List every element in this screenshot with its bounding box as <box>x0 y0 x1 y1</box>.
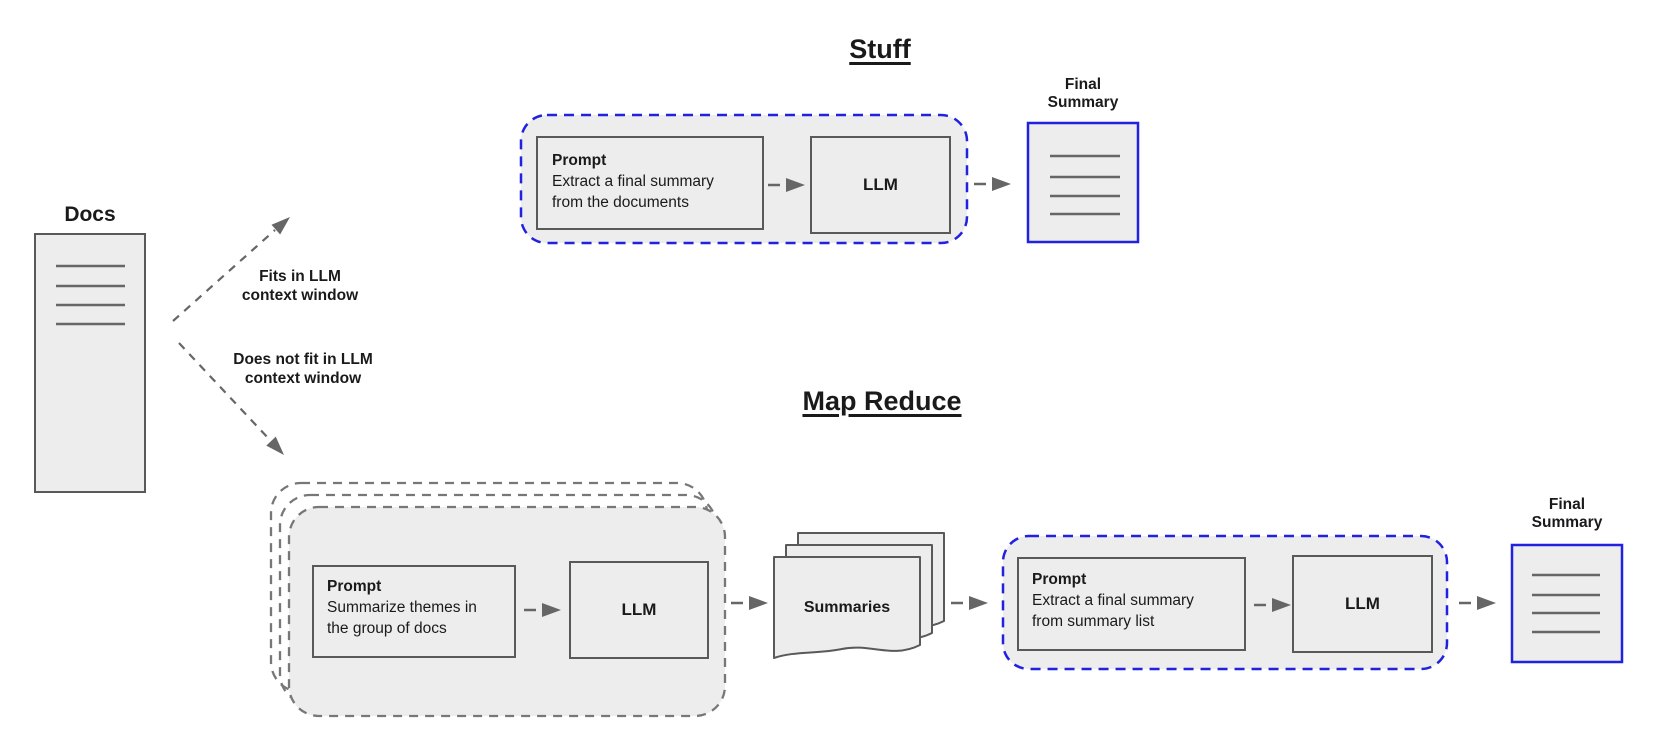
map-prompt-box <box>312 565 516 658</box>
map-reduce-title: Map Reduce <box>802 386 962 416</box>
arrow-stuff-prompt-to-llm <box>768 178 805 192</box>
arrow-reduce-llm-to-summary <box>1459 596 1496 610</box>
branch-arrow-fits <box>172 217 290 322</box>
stuff-final-summary-lines-icon <box>1050 154 1120 216</box>
reduce-prompt-heading: Prompt <box>1032 571 1087 588</box>
docs-document-icon <box>34 233 146 493</box>
reduce-llm-label: LLM <box>1345 594 1380 613</box>
summaries-label: Summaries <box>803 599 891 616</box>
stuff-prompt-line1: Extract a final summary <box>552 173 714 190</box>
stuff-final-summary-icon <box>1026 121 1140 244</box>
arrow-map-prompt-to-llm <box>524 603 561 617</box>
stuff-llm-label: LLM <box>863 175 898 194</box>
reduce-prompt-line1: Extract a final summary <box>1032 592 1194 609</box>
reduce-prompt-text: Prompt Extract a final summary from summ… <box>1032 569 1242 632</box>
reduce-final-summary-icon <box>1510 543 1624 664</box>
docs-text-lines-icon <box>56 264 125 326</box>
reduce-llm-box <box>1292 555 1433 653</box>
map-prompt-heading: Prompt <box>327 578 382 595</box>
arrow-stuff-llm-to-summary <box>974 177 1011 191</box>
stuff-final-summary-label: Final Summary <box>1047 76 1119 111</box>
reduce-prompt-box <box>1017 557 1246 651</box>
stuff-prompt-heading: Prompt <box>552 152 607 169</box>
arrow-reduce-prompt-to-llm <box>1254 598 1291 612</box>
stuff-prompt-text: Prompt Extract a final summary from the … <box>552 150 757 213</box>
arrow-summaries-to-reduce <box>951 596 988 610</box>
summaries-stack-icon <box>773 532 945 659</box>
map-prompt-text: Prompt Summarize themes in the group of … <box>327 576 512 639</box>
stuff-title: Stuff <box>849 34 911 64</box>
reduce-prompt-line2: from summary list <box>1032 613 1155 630</box>
map-llm-label: LLM <box>621 600 657 619</box>
docs-label: Docs <box>64 203 116 226</box>
map-prompt-line2: the group of docs <box>327 620 447 637</box>
reduce-final-summary-label: Final Summary <box>1531 496 1603 531</box>
stuff-prompt-box <box>536 136 764 230</box>
map-prompt-line1: Summarize themes in <box>327 599 477 616</box>
map-llm-box <box>569 561 709 659</box>
stuff-prompt-line2: from the documents <box>552 194 689 211</box>
arrow-map-to-summaries <box>731 596 768 610</box>
reduce-final-summary-lines-icon <box>1532 573 1600 634</box>
stuff-llm-box <box>810 136 951 234</box>
branch-does-not-fit-label: Does not fit in LLM context window <box>233 351 373 387</box>
branch-fits-label: Fits in LLM context window <box>241 268 359 304</box>
branch-arrow-does-not-fit <box>178 342 284 455</box>
